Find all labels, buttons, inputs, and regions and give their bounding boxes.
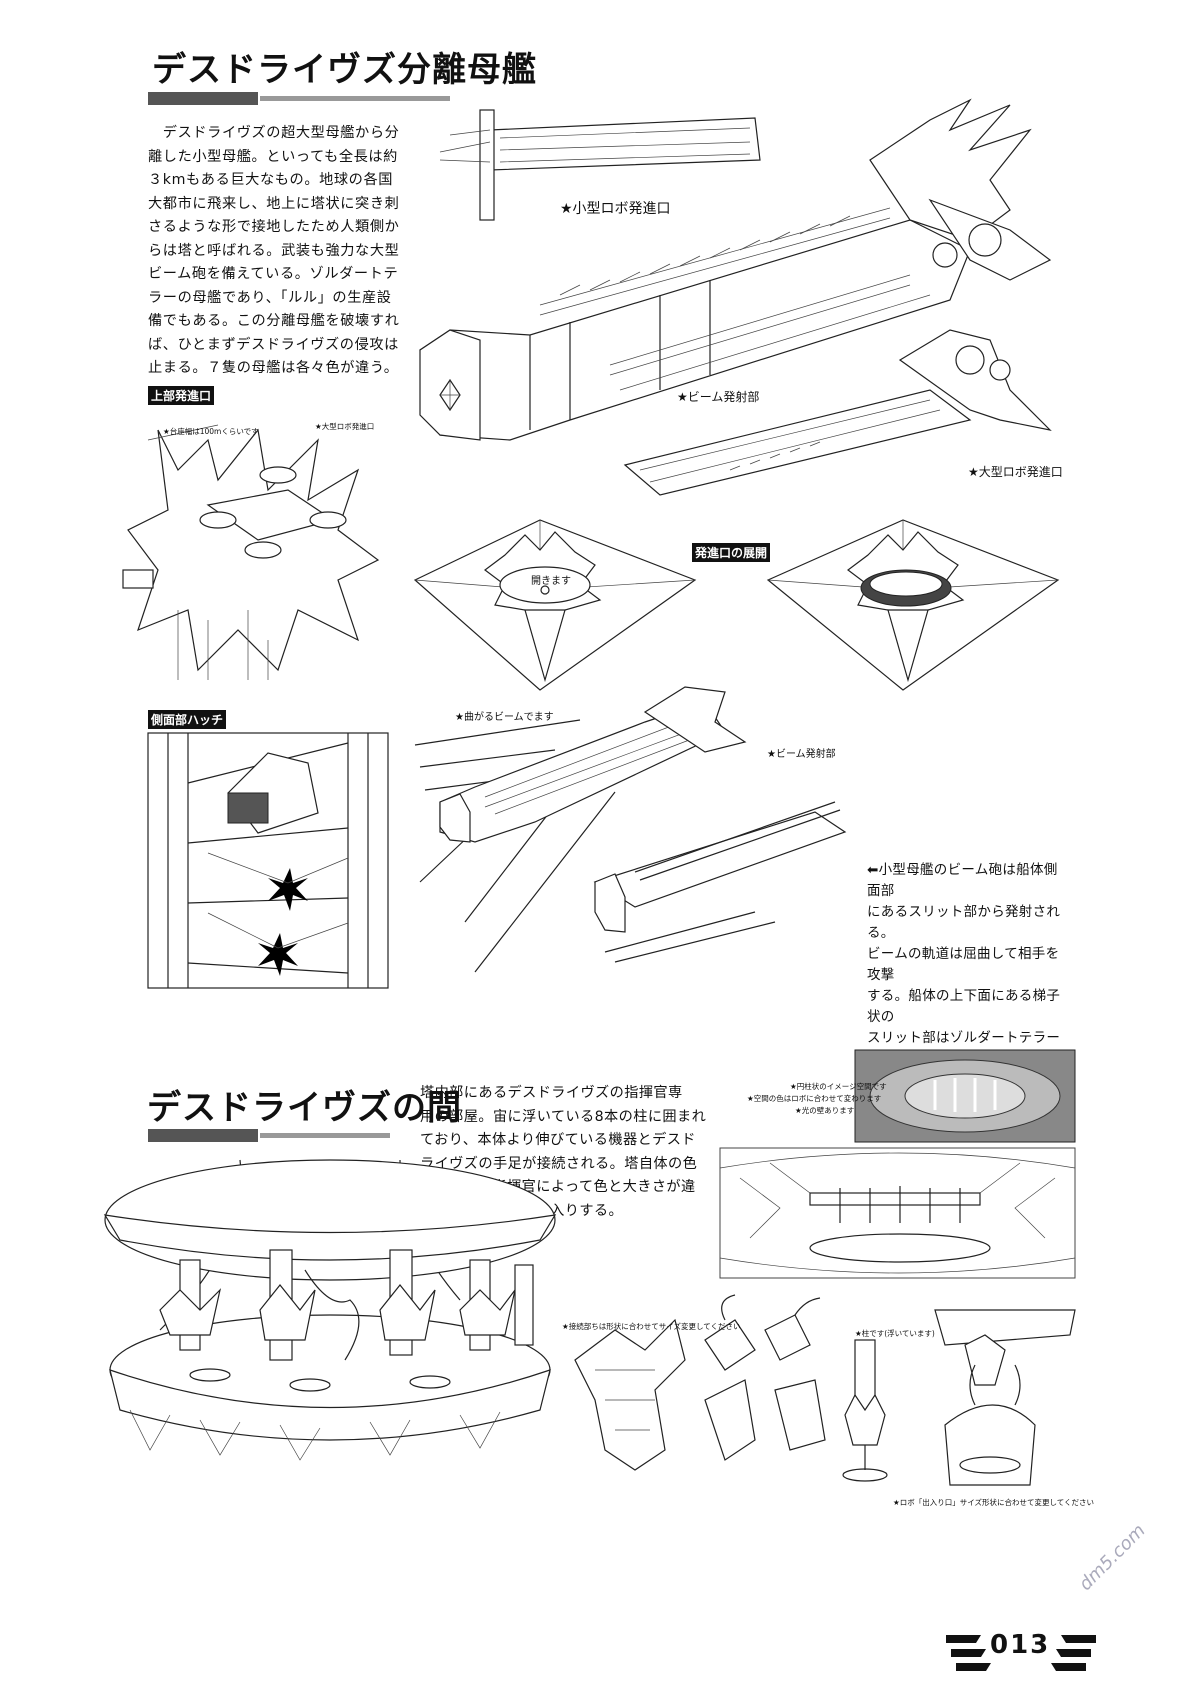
commander-room-drawing bbox=[103, 1159, 557, 1461]
page-number: 013 bbox=[990, 1630, 1051, 1660]
section2-title: デスドライヴズの間 bbox=[147, 1088, 462, 1128]
annotation-small-robo: ★小型ロボ発進口 bbox=[560, 201, 671, 217]
beam-caption: ⬅小型母艦のビーム砲は船体側面部 にあるスリット部から発射される。 ビームの軌道… bbox=[867, 862, 1061, 1088]
pillar-drawing bbox=[842, 1339, 888, 1482]
launch-open-opened-drawing bbox=[766, 519, 1060, 691]
curved-beam-drawing bbox=[414, 686, 847, 973]
annotation-large-robo: ★大型ロボ発進口 bbox=[968, 465, 1063, 479]
footer-decoration bbox=[946, 1635, 1096, 1671]
annotation-large-robo2: ★大型ロボ発進口 bbox=[315, 422, 375, 431]
upper-launch-drawing bbox=[122, 424, 380, 680]
title-underline-thin-2 bbox=[260, 1133, 390, 1138]
annotation-hatch-note: ★台座幅は100mくらいです bbox=[163, 427, 259, 436]
watermark: dm5.com bbox=[1075, 1520, 1150, 1595]
annotation-beam2: ★ビーム発射部 bbox=[767, 749, 836, 760]
label-side-hatch: 側面部ハッチ bbox=[148, 710, 227, 729]
section1-title: デスドライヴズ分離母艦 bbox=[152, 50, 537, 90]
room-image-panorama bbox=[719, 1147, 1076, 1279]
annotation-hole: ★ロボ「出入り口」サイズ形状に合わせて変更してください bbox=[893, 1498, 1095, 1507]
robo-connection-drawing bbox=[574, 1294, 826, 1471]
mothership-main-drawing bbox=[419, 98, 1052, 496]
annotation-opens: 開きます bbox=[531, 576, 571, 587]
label-upper-launch: 上部発進口 bbox=[148, 386, 215, 405]
annotation-connect: ★接続部ちは形状に合わせてサイズ変更してください bbox=[562, 1322, 741, 1331]
annotation-cylinder: ★円柱状のイメージ空間です bbox=[790, 1082, 887, 1091]
launch-open-closed-drawing bbox=[413, 519, 697, 691]
annotation-beam1: ★ビーム発射部 bbox=[677, 390, 760, 404]
title-underline-thin bbox=[260, 96, 450, 101]
entrance-drawing bbox=[934, 1309, 1076, 1486]
label-launch-open: 発進口の展開 bbox=[692, 543, 771, 562]
section1-body: デスドライヴズの超大型母艦から分 離した小型母艦。といっても全長は約 ３kmもあ… bbox=[148, 125, 400, 376]
annotation-space-color: ★空間の色はロボに合わせて変わります bbox=[747, 1094, 882, 1103]
title-underline-2 bbox=[148, 1129, 258, 1142]
side-hatch-drawing bbox=[147, 732, 389, 989]
annotation-pillar: ★柱です(浮いています) bbox=[855, 1329, 935, 1338]
room-image-top bbox=[854, 1049, 1076, 1143]
title-underline bbox=[148, 92, 258, 105]
annotation-curved-beam: ★曲がるビームでます bbox=[455, 712, 554, 723]
annotation-light-wall: ★光の壁あります bbox=[795, 1106, 855, 1115]
